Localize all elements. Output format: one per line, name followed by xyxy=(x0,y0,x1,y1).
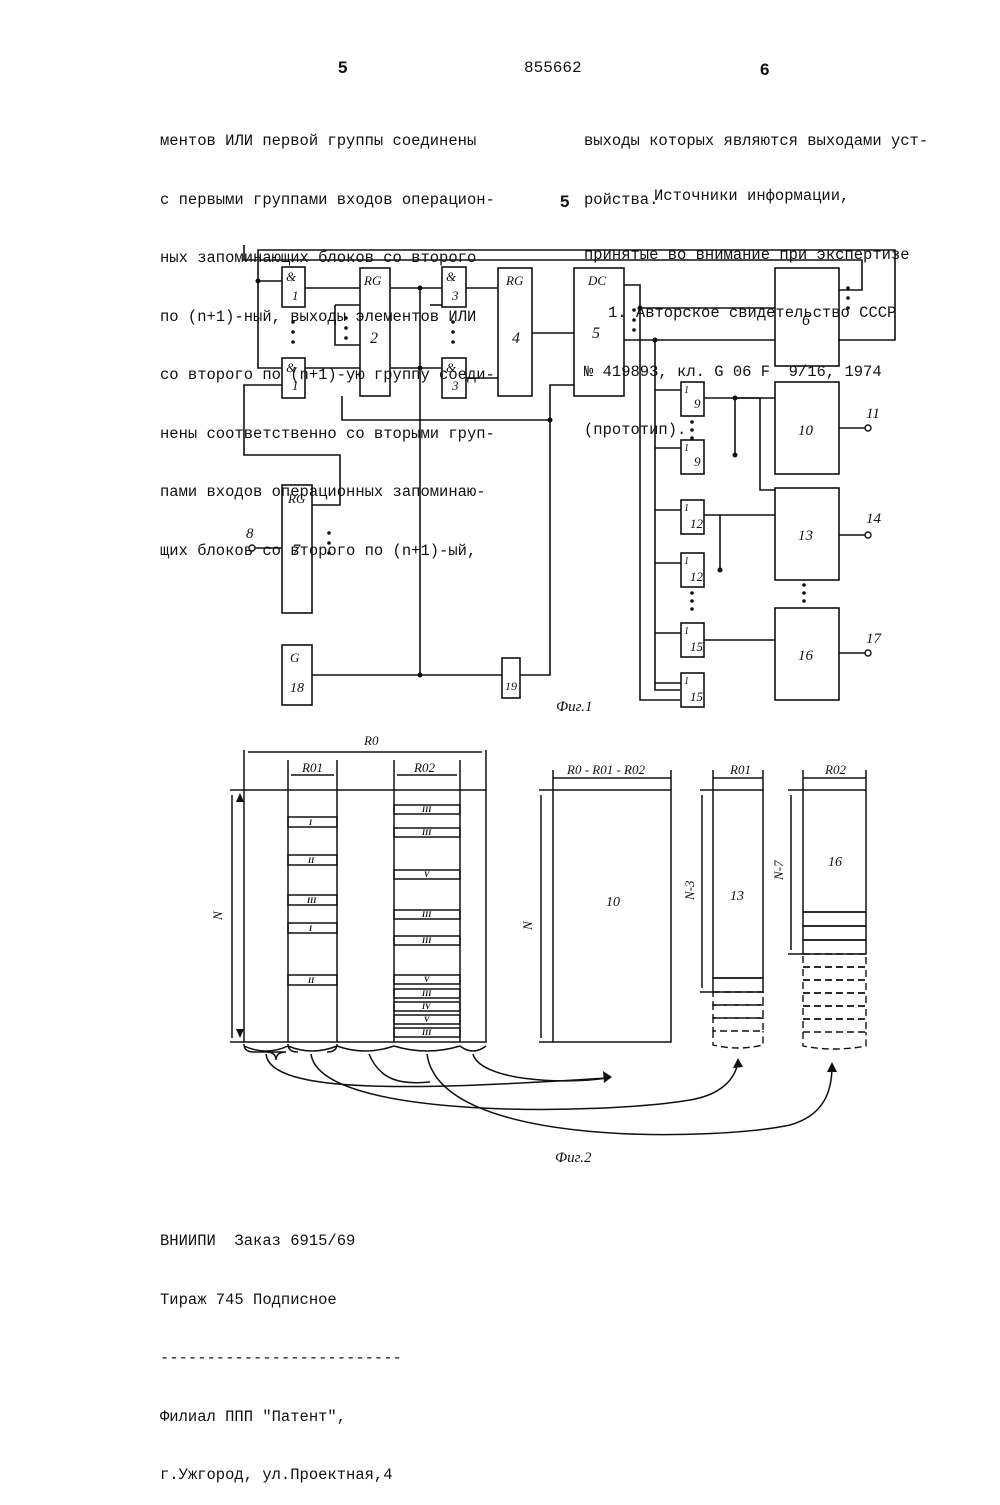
slice-mark: V xyxy=(424,1015,430,1024)
dimension-label: R0 xyxy=(363,733,379,748)
imprint-line: ВНИИПИ Заказ 6915/69 xyxy=(160,1232,402,1252)
dimension-label: N xyxy=(210,910,225,921)
slice-mark: II xyxy=(307,976,315,985)
memory-block-13 xyxy=(713,790,763,978)
memory-block-10 xyxy=(553,790,671,1042)
slice-mark: III xyxy=(421,828,432,837)
imprint-line: Тираж 745 Подписное xyxy=(160,1291,402,1311)
memory-block-16 xyxy=(803,790,866,912)
dimension-label: N-7 xyxy=(771,860,786,881)
slice-mark: I xyxy=(308,818,313,827)
block-number: 10 xyxy=(606,895,620,910)
dimension-label: R01 xyxy=(301,760,323,775)
dimension-label: R01 xyxy=(729,762,751,777)
slice-mark: III xyxy=(421,805,432,814)
slice-mark: III xyxy=(306,896,317,905)
imprint-separator: -------------------------- xyxy=(160,1349,402,1369)
imprint-line: г.Ужгород, ул.Проектная,4 xyxy=(160,1466,402,1486)
slice-mark: I xyxy=(308,924,313,933)
slice-mark: III xyxy=(421,910,432,919)
slice-mark: V xyxy=(424,975,430,984)
slice-mark: II xyxy=(307,856,315,865)
block-number: 13 xyxy=(730,889,744,904)
figure-caption: Фиг.2 xyxy=(555,1150,592,1166)
dimension-label: N-3 xyxy=(682,880,697,901)
dimension-label: R0 - R01 - R02 xyxy=(566,762,645,777)
dimension-label: R02 xyxy=(824,762,846,777)
slice-mark: III xyxy=(421,936,432,945)
slice-mark: IV xyxy=(421,1002,431,1011)
slice-mark: III xyxy=(421,989,432,998)
slice-mark: V xyxy=(424,870,430,879)
imprint-block: ВНИИПИ Заказ 6915/69 Тираж 745 Подписное… xyxy=(160,1193,402,1505)
block-number: 16 xyxy=(828,855,842,870)
dimension-label: R02 xyxy=(413,760,435,775)
figure-2-memory-layout: R0 R01 R02 R0 - R01 - R02 R01 R02 N N N-… xyxy=(0,0,1000,1414)
dimension-label: N xyxy=(520,920,535,931)
slice-mark: III xyxy=(421,1028,432,1037)
imprint-line: Филиал ППП "Патент", xyxy=(160,1408,402,1428)
